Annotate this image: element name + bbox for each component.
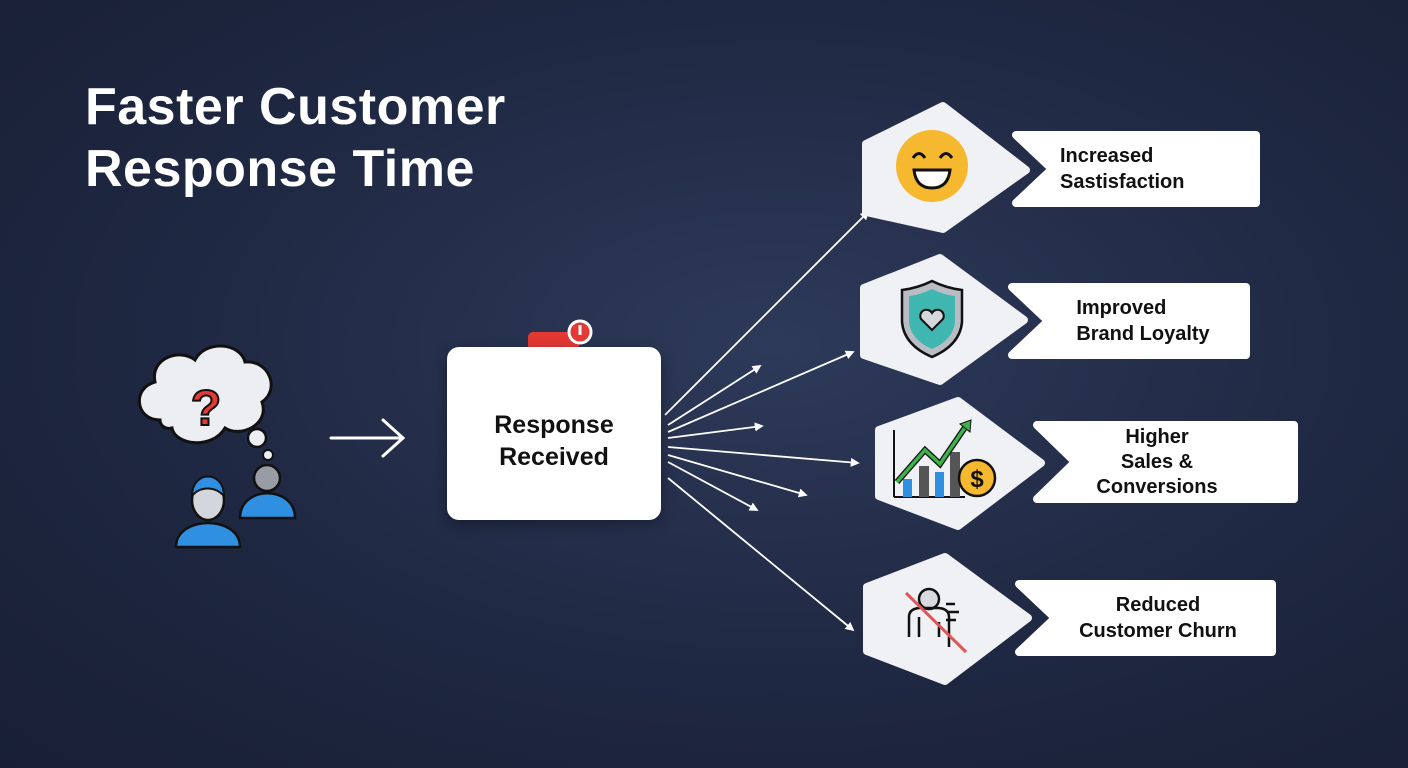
outcome-text: Improved bbox=[1076, 297, 1167, 319]
arrow-short bbox=[667, 422, 764, 439]
outcome-text: Customer Churn bbox=[1079, 620, 1237, 642]
outcome-text: Reduced bbox=[1115, 594, 1201, 616]
outcome-text: Brand Loyalty bbox=[1076, 323, 1210, 345]
title-line-1: Faster Customer bbox=[85, 78, 506, 136]
response-received-box: Response Received bbox=[447, 347, 661, 520]
outcome-text: Conversions bbox=[1096, 475, 1218, 498]
arrow-short bbox=[667, 365, 762, 426]
svg-text:?: ? bbox=[191, 380, 222, 436]
shield-heart-icon bbox=[900, 279, 964, 359]
arrow-short bbox=[667, 454, 808, 498]
page-title: Faster Customer Response Time bbox=[85, 76, 506, 200]
confused-customer-icon: ? bbox=[137, 344, 297, 549]
tag-satisfaction bbox=[1012, 131, 1260, 207]
arrow-short bbox=[667, 461, 759, 511]
outcome-text: Increased bbox=[1060, 145, 1154, 167]
tag-churn bbox=[1015, 580, 1276, 656]
flow-arrow bbox=[329, 418, 406, 458]
thought-cloud bbox=[137, 344, 273, 445]
arrow-to-satisfaction bbox=[664, 210, 870, 416]
outcome-text: Sastisfaction bbox=[1060, 171, 1185, 193]
center-label-line-2: Received bbox=[499, 442, 609, 471]
title-line-2: Response Time bbox=[85, 140, 475, 198]
arrow-to-sales bbox=[667, 446, 860, 467]
outcome-arrows bbox=[664, 210, 870, 632]
outcome-text: Sales & bbox=[1120, 450, 1194, 473]
outcome-text: Higher bbox=[1125, 425, 1189, 448]
svg-text:$: $ bbox=[970, 466, 984, 493]
arrow-to-loyalty bbox=[667, 350, 855, 433]
smiley-face-icon bbox=[896, 130, 968, 202]
tag-loyalty bbox=[1008, 283, 1250, 359]
center-label-line-1: Response bbox=[494, 410, 614, 439]
arrow-to-churn bbox=[667, 477, 855, 632]
tag-sales bbox=[1033, 421, 1298, 503]
person-leaving-crossed-icon bbox=[904, 587, 968, 654]
growth-chart-dollar-icon: $ bbox=[893, 419, 997, 498]
